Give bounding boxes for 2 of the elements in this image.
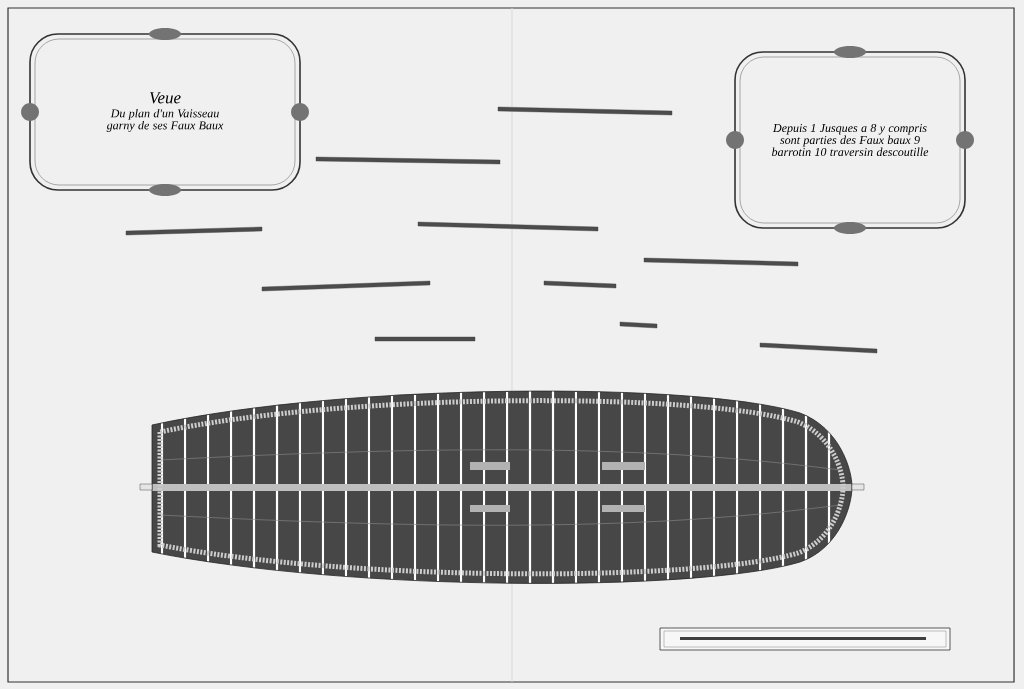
cartouche: Veue Du plan d'un Vaisseau garny de ses Faux Baux xyxy=(21,28,309,196)
cartouche: Depuis 1 Jusques a 8 y compris sont parties des Faux baux 9 barrotin 10 traversin descoutille xyxy=(726,46,974,234)
